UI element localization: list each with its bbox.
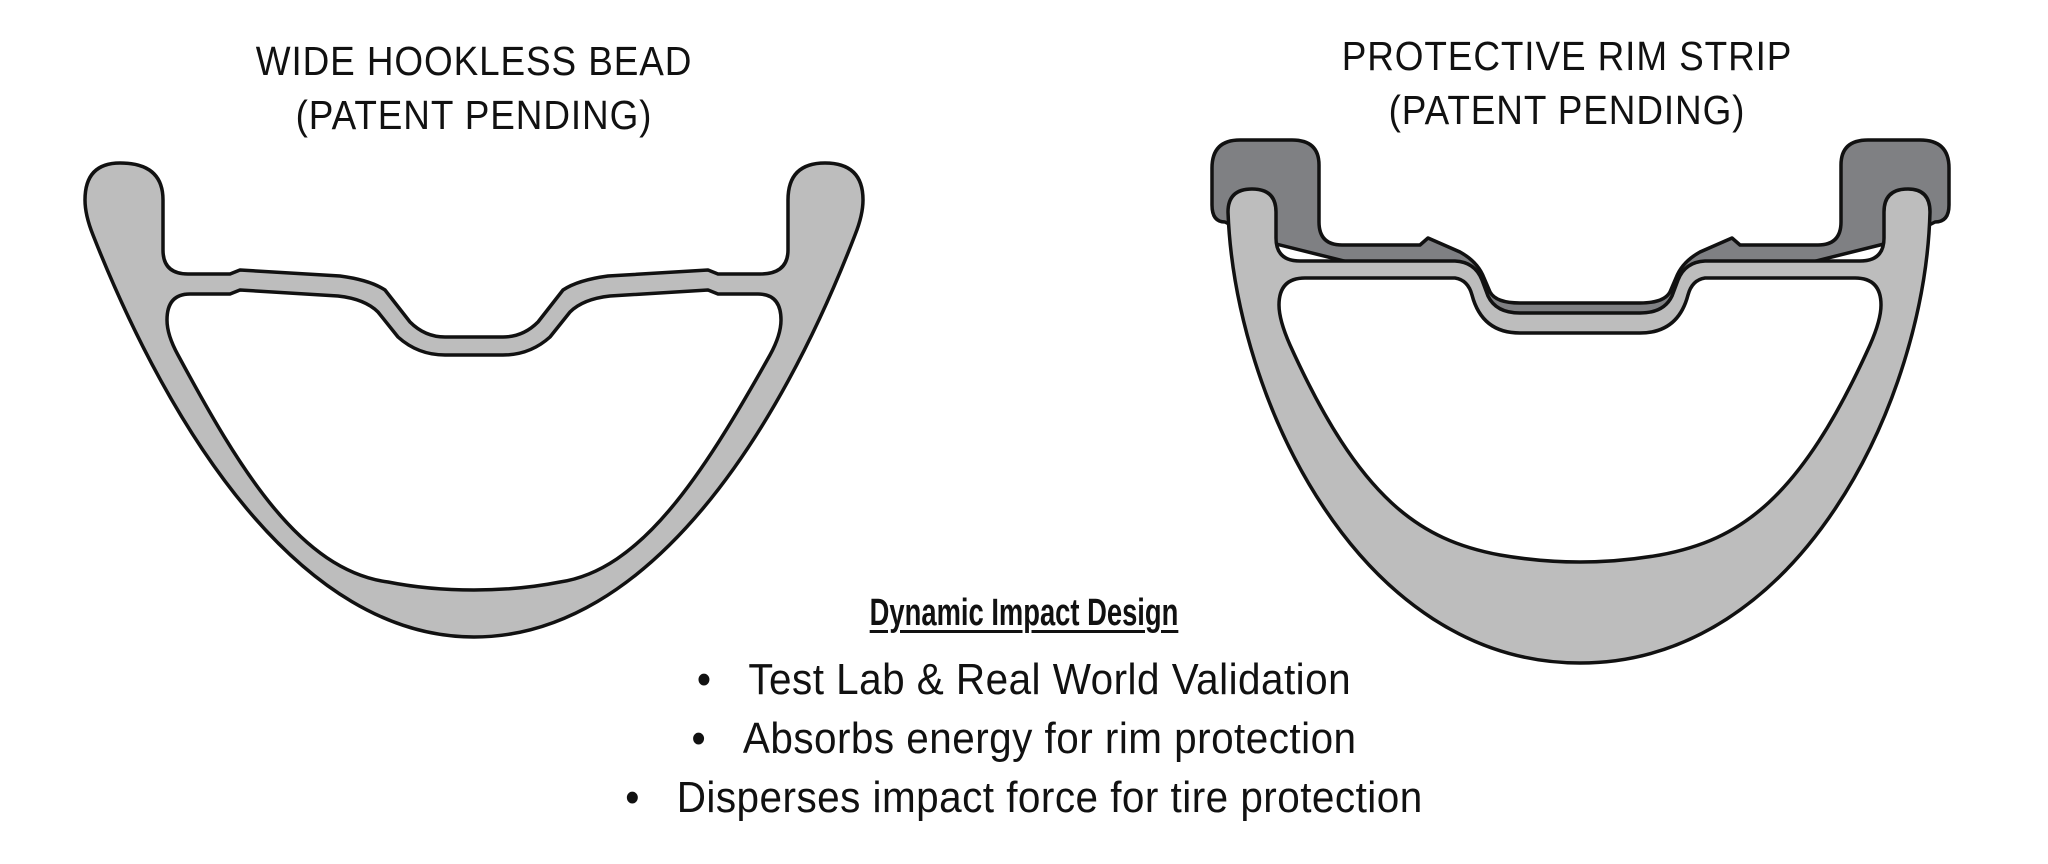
feature-text: Disperses impact force for tire protecti…: [676, 773, 1423, 822]
features-heading: Dynamic Impact Design: [869, 592, 1179, 634]
bullet-icon: •: [691, 714, 707, 763]
feature-item: • Disperses impact force for tire protect…: [472, 768, 1576, 827]
feature-item: • Test Lab & Real World Validation: [472, 650, 1576, 709]
features-list: • Test Lab & Real World Validation • Absor…: [424, 650, 1624, 827]
right-rim-inner-cavity: [1277, 276, 1883, 564]
feature-text: Absorbs energy for rim protection: [742, 714, 1357, 763]
bullet-icon: •: [696, 655, 712, 704]
left-title-line1: WIDE HOOKLESS BEAD: [255, 38, 693, 84]
right-title-line2: (PATENT PENDING): [1388, 87, 1746, 133]
right-title-line1: PROTECTIVE RIM STRIP: [1341, 33, 1793, 79]
feature-item: • Absorbs energy for rim protection: [472, 709, 1576, 768]
left-diagram-title: WIDE HOOKLESS BEAD (PATENT PENDING): [159, 34, 789, 142]
right-diagram-title: PROTECTIVE RIM STRIP (PATENT PENDING): [1252, 29, 1882, 137]
left-title-line2: (PATENT PENDING): [295, 92, 653, 138]
hookless-rim-diagram: [83, 161, 865, 639]
bullet-icon: •: [625, 773, 640, 822]
left-rim-inner-cavity: [165, 288, 783, 592]
feature-text: Test Lab & Real World Validation: [748, 655, 1352, 704]
rim-strip-diagram: [1210, 138, 1951, 665]
